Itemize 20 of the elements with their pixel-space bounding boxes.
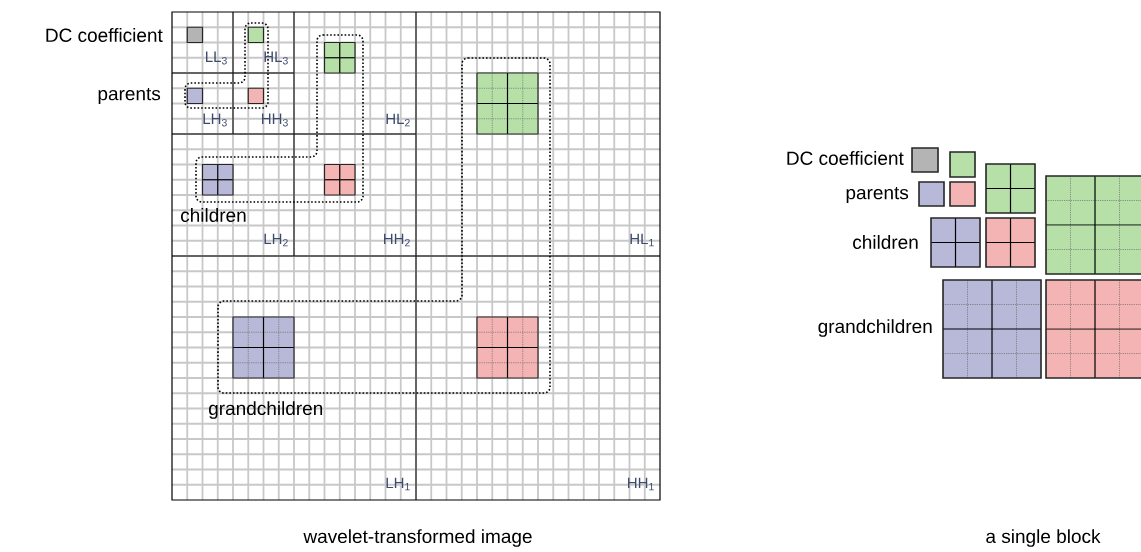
caption: wavelet-transformed image xyxy=(303,529,532,547)
caption: a single block xyxy=(986,529,1101,547)
annotation-label: DC coefficient xyxy=(787,151,904,165)
subband-label: LH$_{1}$ xyxy=(386,477,410,491)
annotation-label: grandchildren xyxy=(818,319,932,337)
annotation-label: grandchildren xyxy=(209,401,323,419)
subband-label: HL$_{3}$ xyxy=(264,51,288,65)
subband-label: LH$_{2}$ xyxy=(264,233,288,247)
subband-label: HL$_{1}$ xyxy=(630,233,654,247)
annotation-label: parents xyxy=(98,87,161,105)
subband-label: HH$_{1}$ xyxy=(628,477,654,491)
subband-label: HL$_{2}$ xyxy=(386,113,410,127)
annotation-label: children xyxy=(181,208,246,222)
subband-label: HH$_{2}$ xyxy=(384,233,410,247)
subband-label: LH$_{3}$ xyxy=(203,113,227,127)
annotation-label: DC coefficient xyxy=(46,28,163,42)
annotation-label: children xyxy=(853,235,918,249)
subband-label: HH$_{3}$ xyxy=(262,113,288,127)
subband-label: LL$_{3}$ xyxy=(206,51,227,65)
annotation-label: parents xyxy=(846,186,909,204)
